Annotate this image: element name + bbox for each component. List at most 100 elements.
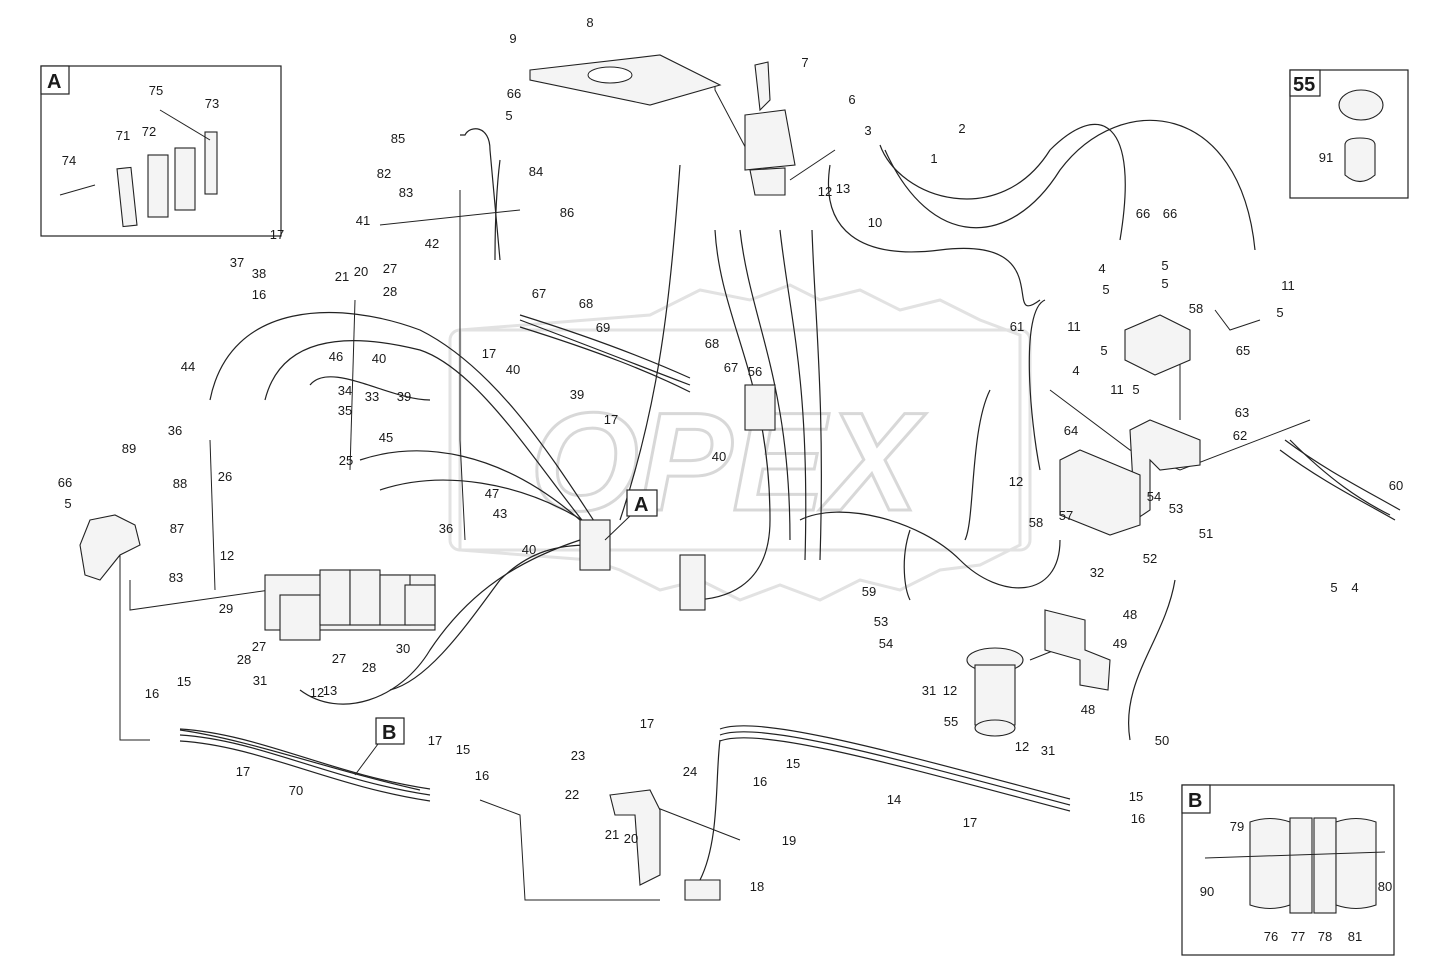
callout-16: 16 [145, 686, 159, 701]
callout-83: 83 [169, 570, 183, 585]
watermark: OPEX [448, 283, 1032, 602]
callout-9: 9 [509, 31, 516, 46]
callout-6: 6 [848, 92, 855, 107]
bracket-22 [609, 789, 661, 886]
callout-5: 5 [1100, 343, 1107, 358]
valve-block-57 [1059, 449, 1141, 536]
callout-50: 50 [1155, 733, 1169, 748]
callout-16: 16 [252, 287, 266, 302]
callout-60: 60 [1389, 478, 1403, 493]
inset-b: B [1181, 784, 1395, 956]
callout-32: 32 [1090, 565, 1104, 580]
callout-73: 73 [205, 96, 219, 111]
callout-12: 12 [943, 683, 957, 698]
callout-44: 44 [181, 359, 195, 374]
callout-12: 12 [818, 184, 832, 199]
callout-84: 84 [529, 164, 543, 179]
callout-40: 40 [372, 351, 386, 366]
control-valve-block [264, 569, 436, 641]
callout-12: 12 [1009, 474, 1023, 489]
hose-lines [179, 119, 1391, 881]
callout-47: 47 [485, 486, 499, 501]
callout-85: 85 [391, 131, 405, 146]
callout-5: 5 [64, 496, 71, 511]
callout-91: 91 [1319, 150, 1333, 165]
callout-59: 59 [862, 584, 876, 599]
clamp-block-56 [744, 384, 776, 431]
callout-19: 19 [782, 833, 796, 848]
callout-25: 25 [339, 453, 353, 468]
callout-11: 11 [1110, 382, 1124, 397]
callout-81: 81 [1348, 929, 1362, 944]
callout-4: 4 [1098, 261, 1105, 276]
callout-39: 39 [397, 389, 411, 404]
callout-83: 83 [399, 185, 413, 200]
callout-55: 55 [944, 714, 958, 729]
callout-86: 86 [560, 205, 574, 220]
callout-76: 76 [1264, 929, 1278, 944]
callout-72: 72 [142, 124, 156, 139]
callout-82: 82 [377, 166, 391, 181]
flag-callout-a: A [604, 489, 658, 541]
inset-b-label: B [1188, 790, 1202, 812]
inset-55: 55 [1289, 69, 1409, 199]
svg-text:B: B [382, 722, 396, 744]
callout-77: 77 [1291, 929, 1305, 944]
callout-5: 5 [505, 108, 512, 123]
callout-66: 66 [1136, 206, 1150, 221]
callout-66: 66 [58, 475, 72, 490]
callout-52: 52 [1143, 551, 1157, 566]
callout-21: 21 [605, 827, 619, 842]
callout-58: 58 [1189, 301, 1203, 316]
callout-48: 48 [1081, 702, 1095, 717]
callout-17: 17 [482, 346, 496, 361]
callout-27: 27 [252, 639, 266, 654]
callout-62: 62 [1233, 428, 1247, 443]
callout-67: 67 [532, 286, 546, 301]
callout-37: 37 [230, 255, 244, 270]
callout-28: 28 [362, 660, 376, 675]
callout-29: 29 [219, 601, 233, 616]
callout-28: 28 [237, 652, 251, 667]
callout-11: 11 [1281, 278, 1295, 293]
callout-17: 17 [963, 815, 977, 830]
callout-51: 51 [1199, 526, 1213, 541]
callout-58: 58 [1029, 515, 1043, 530]
callout-36: 36 [439, 521, 453, 536]
callout-88: 88 [173, 476, 187, 491]
callout-71: 71 [116, 128, 130, 143]
callout-61: 61 [1010, 319, 1024, 334]
valve-block-65 [1124, 314, 1191, 376]
callout-90: 90 [1200, 884, 1214, 899]
callout-30: 30 [396, 641, 410, 656]
callout-15: 15 [786, 756, 800, 771]
callout-27: 27 [332, 651, 346, 666]
watermark-text: OPEX [530, 383, 927, 540]
callout-33: 33 [365, 389, 379, 404]
callout-53: 53 [874, 614, 888, 629]
callout-70: 70 [289, 783, 303, 798]
callout-43: 43 [493, 506, 507, 521]
callout-24: 24 [683, 764, 697, 779]
callout-27: 27 [383, 261, 397, 276]
callout-63: 63 [1235, 405, 1249, 420]
callout-17: 17 [428, 733, 442, 748]
callout-34: 34 [338, 383, 352, 398]
callout-79: 79 [1230, 819, 1244, 834]
callout-41: 41 [356, 213, 370, 228]
callout-12: 12 [1015, 739, 1029, 754]
callout-20: 20 [624, 831, 638, 846]
callout-64: 64 [1064, 423, 1078, 438]
callout-15: 15 [456, 742, 470, 757]
callout-31: 31 [1041, 743, 1055, 758]
callout-87: 87 [170, 521, 184, 536]
callout-31: 31 [922, 683, 936, 698]
callout-4: 4 [1072, 363, 1079, 378]
callout-78: 78 [1318, 929, 1332, 944]
callout-11: 11 [1067, 319, 1081, 334]
callout-18: 18 [750, 879, 764, 894]
callout-42: 42 [425, 236, 439, 251]
callout-14: 14 [887, 792, 901, 807]
callout-20: 20 [354, 264, 368, 279]
callout-5: 5 [1161, 258, 1168, 273]
